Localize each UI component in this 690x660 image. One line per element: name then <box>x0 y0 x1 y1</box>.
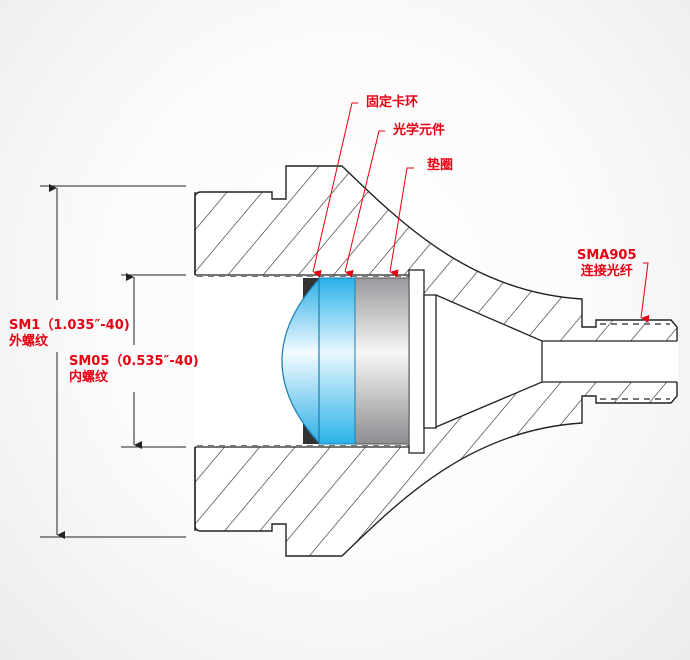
dimension-sm1 <box>40 184 186 539</box>
lens-convex-surface <box>281 277 320 445</box>
label-sm1-line1: SM1（1.035″-40) <box>9 318 130 333</box>
label-sm1-line2: 外螺纹 <box>9 334 49 349</box>
label-sm1-thread: SM1（1.035″-40) 外螺纹 <box>9 318 130 350</box>
inner-spacer <box>423 294 437 429</box>
label-sma905-line1: SMA905 <box>577 248 637 263</box>
gasket-flange <box>408 269 425 454</box>
leader-lines <box>312 102 650 323</box>
dimension-sm05 <box>121 273 186 449</box>
label-sm05-line2: 内螺纹 <box>69 370 109 385</box>
label-sma905: SMA905 连接光纤 <box>577 248 637 280</box>
label-gasket: 垫圈 <box>427 158 454 173</box>
thread-lines <box>197 275 670 447</box>
optical-element <box>318 277 356 445</box>
label-sm05-thread: SM05（0.535″-40) 内螺纹 <box>69 354 199 386</box>
label-retaining-ring: 固定卡环 <box>366 95 419 110</box>
label-optical-element: 光学元件 <box>393 123 446 138</box>
label-sm05-line1: SM05（0.535″-40) <box>69 354 199 369</box>
label-sma905-line2: 连接光纤 <box>580 264 633 279</box>
gasket <box>354 277 410 445</box>
